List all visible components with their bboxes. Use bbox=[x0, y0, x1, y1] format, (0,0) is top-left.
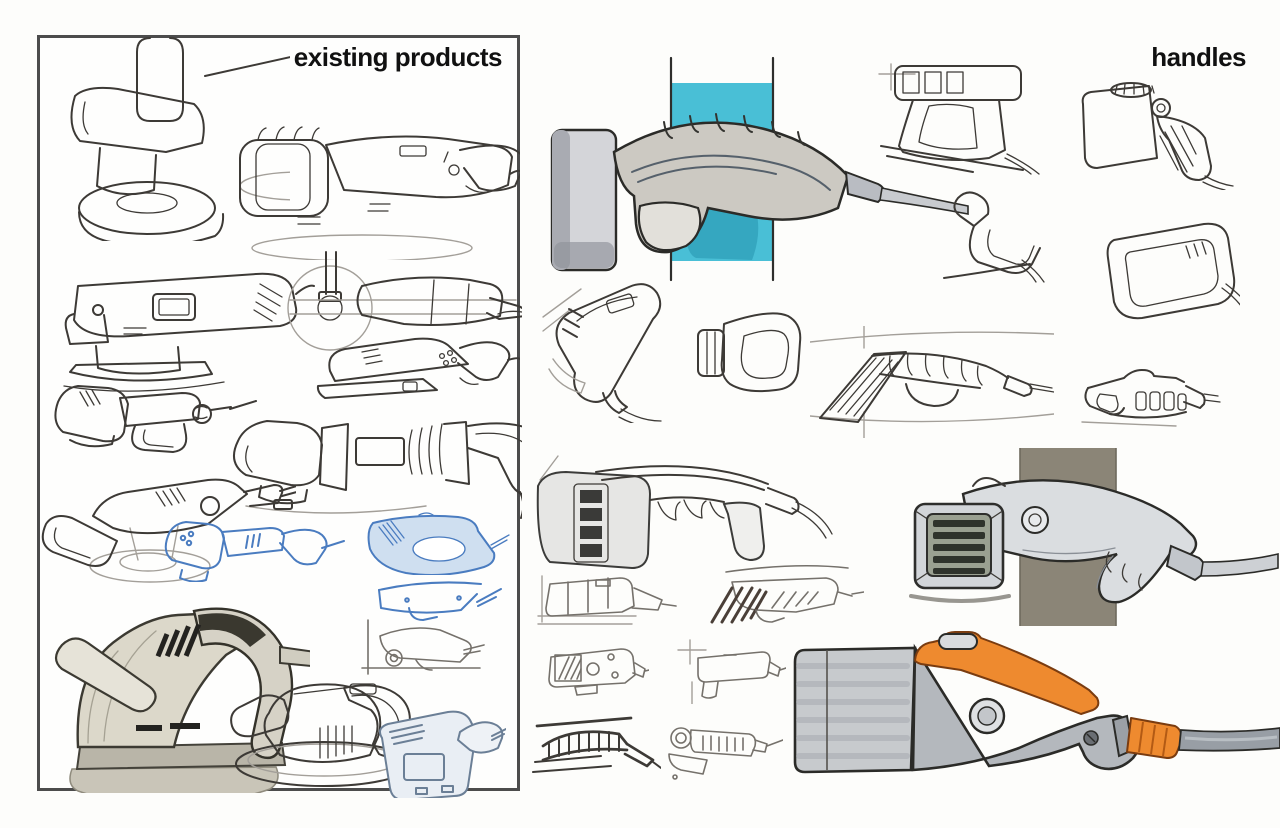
pistol-grip-vents-sketch bbox=[873, 60, 1043, 180]
marker-handle-on-teal-band-sketch bbox=[548, 56, 972, 282]
d-handle-polisher-sketch bbox=[222, 90, 520, 260]
small-grooved-handle-sketch bbox=[1080, 358, 1222, 432]
large-polisher-side-sketch bbox=[226, 406, 522, 521]
existing-products-title: existing products bbox=[293, 42, 503, 72]
blue-heat-gun-grip-sketch bbox=[361, 511, 513, 575]
small-vented-handle-sketch bbox=[541, 641, 649, 701]
grooved-handle-wedge-sketch bbox=[810, 326, 1054, 438]
marker-polisher-d-handle-sketch bbox=[44, 591, 310, 793]
grinder-top-view-sketch bbox=[286, 250, 522, 362]
low-profile-sander-sketch bbox=[310, 326, 520, 406]
marker-tool-on-gray-band-sketch bbox=[903, 446, 1280, 628]
handles-title: handles bbox=[1151, 42, 1246, 72]
hook-handle-sketch bbox=[938, 186, 1048, 286]
die-grinder-three-quarter-sketch bbox=[38, 466, 296, 588]
pistol-grip-knob-sketch bbox=[1073, 80, 1237, 190]
thumb-hatched-handle-sketch bbox=[696, 560, 864, 634]
blue-palm-sander-sketch bbox=[364, 696, 506, 798]
small-grinder-handle-sketch bbox=[661, 720, 783, 782]
blue-slim-grip-sketch bbox=[371, 574, 503, 624]
orange-grip-tool-sketch bbox=[791, 618, 1280, 805]
thumb-boxy-handle-sketch bbox=[536, 566, 678, 630]
small-ribbed-wedge-sketch bbox=[531, 716, 661, 782]
thumb-grinder-sketch bbox=[360, 616, 488, 680]
barrel-grip-vents-sketch bbox=[541, 281, 699, 423]
blue-grinder-sketch bbox=[160, 518, 346, 582]
shaded-handle-side-sketch bbox=[536, 450, 834, 588]
small-grinder-sketch bbox=[50, 380, 257, 458]
loop-handle-sketch bbox=[1086, 218, 1240, 322]
small-plain-handle-sketch bbox=[676, 638, 786, 704]
strap-handle-front-sketch bbox=[696, 306, 806, 396]
orbital-sander-side-sketch bbox=[58, 266, 316, 394]
